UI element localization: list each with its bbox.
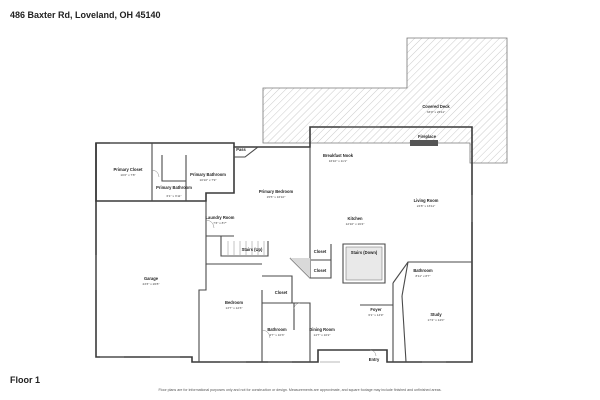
stair-landing bbox=[290, 258, 310, 278]
covered-deck-area bbox=[262, 37, 508, 164]
primary-bedroom-dims: 15'5" x 16'10" bbox=[267, 195, 286, 199]
laundry-room-name: Laundry Room bbox=[206, 215, 235, 220]
primary-bathroom-name: Primary Bathroom bbox=[190, 172, 226, 177]
garage-name: Garage bbox=[144, 276, 159, 281]
closet-c-label: Closet bbox=[275, 290, 288, 295]
property-address: 486 Baxter Rd, Loveland, OH 45140 bbox=[10, 10, 161, 20]
primary-bathroom-dims: 10'10" x 7'9" bbox=[200, 178, 217, 182]
study-name: Study bbox=[430, 312, 442, 317]
bathroom-right-name: Bathroom bbox=[413, 268, 433, 273]
bathroom-small-name: Bathroom bbox=[267, 327, 287, 332]
primary-bathroom-small-dims: 6'1" x 3'11" bbox=[166, 194, 181, 198]
bathroom-right-dims: 8'11" x 8'7" bbox=[415, 274, 430, 278]
door-swings bbox=[151, 169, 377, 357]
dining-room-dims: 14'7" x 10'2" bbox=[314, 333, 331, 337]
breakfast-nook-dims: 16'10" x 11'1" bbox=[329, 159, 347, 163]
living-room-dims: 24'8" x 16'11" bbox=[417, 204, 435, 208]
stairs-up-treads bbox=[227, 241, 265, 255]
windows bbox=[95, 126, 473, 363]
kitchen-dims: 12'10" x 16'4" bbox=[346, 222, 365, 226]
primary-suite-wall bbox=[95, 143, 235, 202]
stairs-up-label: Stairs (Up) bbox=[242, 247, 263, 252]
living-room-name: Living Room bbox=[414, 198, 439, 203]
entry-label: Entry bbox=[369, 357, 380, 362]
fireplace-block bbox=[410, 140, 438, 146]
dining-room-name: Dining Room bbox=[309, 327, 335, 332]
garage-dims: 23'3" x 26'8" bbox=[143, 282, 160, 286]
closet-a-label: Closet bbox=[314, 249, 327, 254]
breakfast-nook-name: Breakfast Nook bbox=[323, 153, 354, 158]
bathroom-small-dims: 4'7" x 10'3" bbox=[269, 333, 284, 337]
study-dims: 17'4" x 14'0" bbox=[428, 318, 445, 322]
stairs-down-label: Stairs (Down) bbox=[351, 250, 378, 255]
bedroom-dims: 13'7" x 12'3" bbox=[226, 306, 243, 310]
covered-deck-name: Covered Deck bbox=[422, 104, 450, 109]
bedroom-name: Bedroom bbox=[225, 300, 243, 305]
stairs-down-block bbox=[345, 246, 383, 281]
foyer-name: Foyer bbox=[370, 307, 382, 312]
covered-deck-dims: 33'0" x 26'11" bbox=[427, 110, 445, 114]
foyer-dims: 6'1" x 14'9" bbox=[368, 313, 383, 317]
fireplace-label: Fireplace bbox=[418, 134, 437, 139]
closet-b-label: Closet bbox=[314, 268, 327, 273]
pass-label: Pass bbox=[236, 147, 246, 152]
laundry-room-dims: 7'3" x 8'7" bbox=[213, 221, 227, 225]
primary-bedroom-name: Primary Bedroom bbox=[259, 189, 294, 194]
primary-bathroom-small-name: Primary Bathroom bbox=[156, 185, 192, 190]
disclaimer: Floor plans are for informational purpos… bbox=[158, 388, 442, 392]
primary-closet-name: Primary Closet bbox=[114, 167, 144, 172]
kitchen-name: Kitchen bbox=[347, 216, 363, 221]
primary-closet-dims: 10'2" x 7'8" bbox=[120, 173, 135, 177]
floor-label: Floor 1 bbox=[10, 375, 41, 385]
